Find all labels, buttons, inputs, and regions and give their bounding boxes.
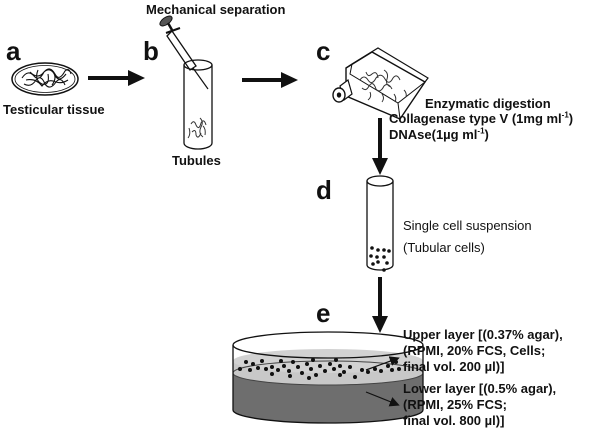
tubular-cells-label: (Tubular cells)	[403, 240, 485, 255]
panel-letter-d: d	[316, 175, 332, 205]
panel-letter-c: c	[316, 36, 331, 66]
collagenase-unit-exponent: -1	[561, 110, 569, 120]
collagenase-reagent: Collagenase type V (1mg ml-1)	[389, 110, 574, 127]
arrow-b-to-c	[242, 72, 298, 88]
lower-layer-line-2: (RPMI, 25% FCS;	[403, 397, 508, 412]
lower-layer-line-3: final vol. 800 µl)]	[403, 413, 505, 428]
agar-dish-icon	[232, 331, 424, 424]
tubules-caption: Tubules	[172, 153, 221, 168]
dnase-unit-exponent: -1	[477, 126, 485, 136]
culture-flask-icon	[332, 47, 429, 120]
testicular-tissue-caption: Testicular tissue	[3, 102, 105, 117]
syringe-icon	[159, 15, 209, 90]
panel-letter-a: a	[6, 36, 21, 66]
dnase-reagent: DNAse(1µg ml-1)	[389, 126, 489, 143]
tissue-dish-icon	[11, 62, 79, 96]
dnase-close: )	[484, 127, 489, 142]
single-cell-suspension-label: Single cell suspension	[403, 218, 532, 233]
upper-layer-line-2: (RPMI, 20% FCS, Cells;	[403, 343, 546, 358]
arrow-c-to-d	[372, 118, 388, 175]
mechanical-separation-title: Mechanical separation	[146, 2, 286, 17]
lower-layer-line-1: Lower layer [(0.5% agar),	[403, 381, 557, 396]
tube-with-tubules-icon	[183, 59, 213, 150]
arrow-d-to-e	[372, 277, 388, 333]
tube-with-cells-icon	[366, 175, 394, 272]
upper-layer-pointer	[365, 356, 400, 371]
enzymatic-digestion-title: Enzymatic digestion	[425, 96, 551, 111]
collagenase-close: )	[568, 111, 574, 126]
collagenase-text: Collagenase type V (1mg ml	[389, 111, 562, 126]
upper-layer-line-1: Upper layer [(0.37% agar),	[403, 327, 563, 342]
lower-layer-pointer	[365, 391, 400, 407]
dnase-text: DNAse(1µg ml	[389, 127, 478, 142]
arrow-a-to-b	[88, 70, 145, 86]
upper-layer-line-3: final vol. 200 µl)]	[403, 359, 505, 374]
panel-letter-e: e	[316, 298, 331, 328]
panel-letter-b: b	[143, 36, 159, 66]
